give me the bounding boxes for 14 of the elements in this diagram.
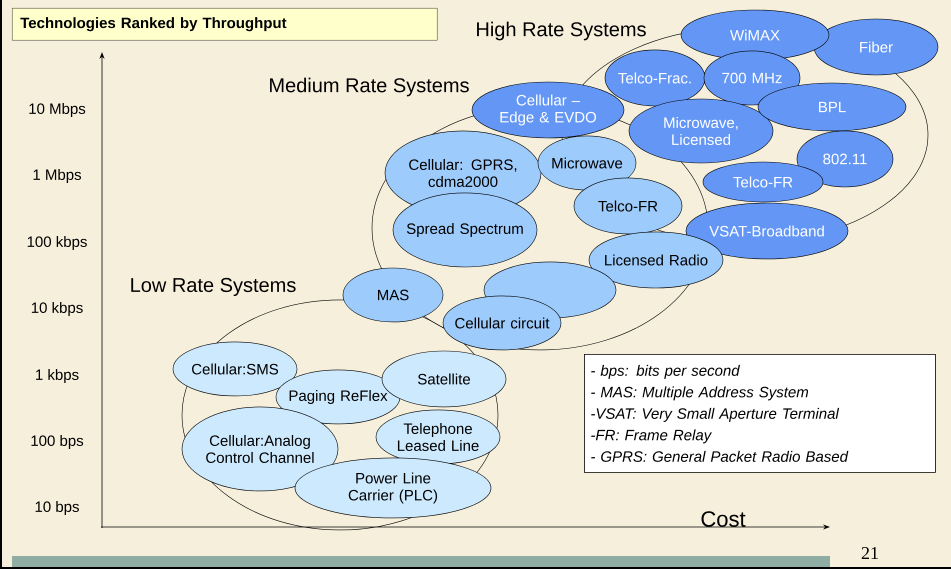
axis-tick-label: 1 Mbps <box>34 169 82 183</box>
axis-tick-label: 100 kbps <box>28 236 87 250</box>
title-box: Technologies Ranked by Throughput <box>12 8 438 40</box>
axis-tick-label: 1 kbps <box>36 369 79 383</box>
group-heading: High Rate Systems <box>477 22 646 40</box>
axis-tick-label: 10 kbps <box>32 302 83 316</box>
group-heading: Medium Rate Systems <box>270 78 469 96</box>
notes-box: - bps: bits per second - MAS: Multiple Address System -VSAT: Very Small Aperture Terminal -FR: Frame Relay - GPRS: General Packet Radio Based <box>584 354 936 473</box>
axis-tick-label: 100 bps <box>31 435 84 449</box>
axis-tick-label: 10 Mbps <box>29 103 86 117</box>
page-number: 21 <box>862 547 878 559</box>
axis-tick-label: 10 bps <box>36 501 79 515</box>
axis-title: Cost <box>702 511 746 527</box>
group-heading: Low Rate Systems <box>131 278 296 296</box>
